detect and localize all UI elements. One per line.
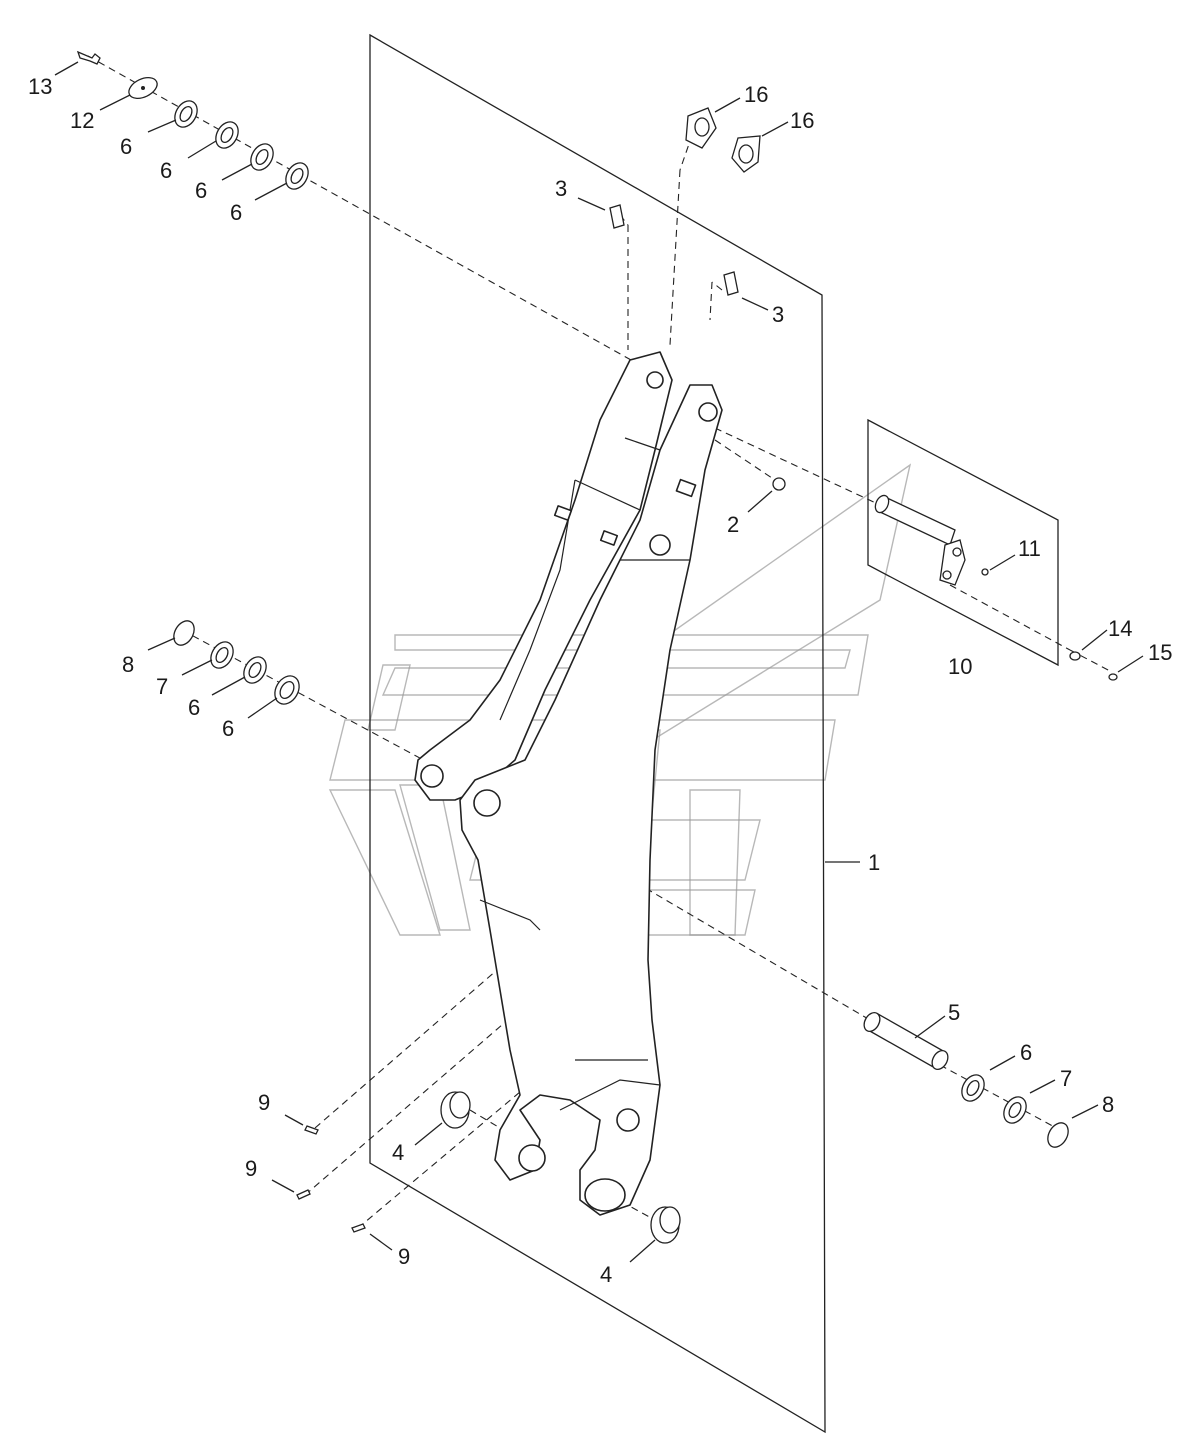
callout-4: 4 xyxy=(600,1262,612,1287)
callout-13: 13 xyxy=(28,74,52,99)
assembly-frame xyxy=(369,33,826,1434)
callout-4: 4 xyxy=(392,1140,404,1165)
callout-8: 8 xyxy=(1102,1092,1114,1117)
callout-1: 1 xyxy=(868,850,880,875)
pin-kit-frame xyxy=(867,418,1059,667)
callout-2: 2 xyxy=(727,512,739,537)
callout-9: 9 xyxy=(258,1090,270,1115)
callout-9: 9 xyxy=(245,1156,257,1181)
boom-arm xyxy=(414,351,723,1216)
callout-11: 11 xyxy=(1018,536,1041,561)
callout-labels: 13 12 6 6 6 6 16 16 3 3 2 11 10 14 15 8 … xyxy=(28,74,1172,1287)
callout-3: 3 xyxy=(555,176,567,201)
callout-6: 6 xyxy=(222,716,234,741)
callout-3: 3 xyxy=(772,302,784,327)
callout-9: 9 xyxy=(398,1244,410,1269)
callout-10: 10 xyxy=(948,654,972,679)
callout-5: 5 xyxy=(948,1000,960,1025)
callout-7: 7 xyxy=(156,674,168,699)
callout-6: 6 xyxy=(120,134,132,159)
callout-16: 16 xyxy=(790,108,814,133)
hardware-parts xyxy=(76,50,1118,1244)
callout-8: 8 xyxy=(122,652,134,677)
callout-7: 7 xyxy=(1060,1066,1072,1091)
callout-16: 16 xyxy=(744,82,768,107)
callout-6: 6 xyxy=(195,178,207,203)
callout-15: 15 xyxy=(1148,640,1172,665)
callout-6: 6 xyxy=(230,200,242,225)
callout-6: 6 xyxy=(188,695,200,720)
callout-6: 6 xyxy=(160,158,172,183)
callout-12: 12 xyxy=(70,108,94,133)
callout-6: 6 xyxy=(1020,1040,1032,1065)
leader-lines xyxy=(54,61,1144,1263)
callout-14: 14 xyxy=(1108,616,1132,641)
